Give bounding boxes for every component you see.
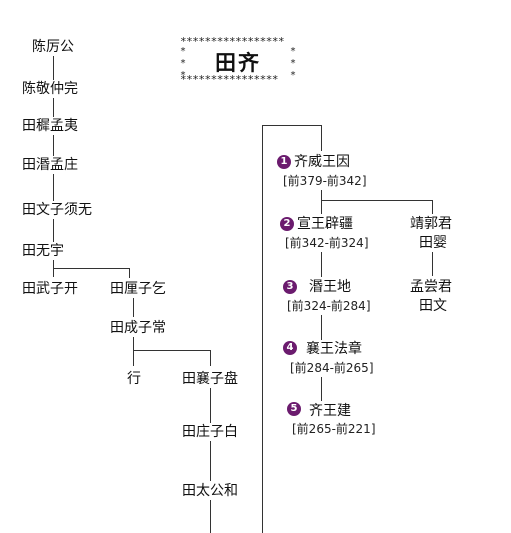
title-border-left: * * *	[180, 46, 186, 82]
diagram-title: 田齐	[215, 51, 261, 75]
connector-line	[53, 55, 54, 80]
king-reign: [前324-前284]	[287, 297, 371, 315]
title-border-right-star: *	[290, 46, 297, 57]
ancestor-node: 田穉孟夷	[22, 117, 78, 135]
king-name: 湣王地	[309, 278, 351, 296]
title-border-left-star: *	[180, 58, 187, 69]
king-reign: [前265-前221]	[292, 420, 376, 438]
connector-line	[210, 350, 211, 366]
connector-line	[321, 125, 322, 151]
title-border-right-star: *	[290, 70, 297, 81]
branch-name: 田婴	[419, 234, 447, 252]
connector-line	[432, 252, 433, 276]
king-number-badge: 4	[283, 341, 297, 355]
title-border-left-star: *	[180, 46, 187, 57]
title-border-top: *****************	[180, 35, 285, 48]
connector-line	[53, 218, 54, 242]
connector-line	[129, 268, 130, 278]
ancestor-node: 田武子开	[22, 280, 78, 298]
king-name: 宣王辟疆	[297, 215, 353, 233]
title-border-right-star: *	[290, 58, 297, 69]
connector-line	[210, 441, 211, 481]
king-number-badge: 2	[280, 217, 294, 231]
connector-line	[53, 173, 54, 201]
ancestor-node: 陈敬仲完	[22, 80, 78, 98]
king-name: 齐威王因	[294, 153, 350, 171]
branch-name: 田文	[419, 297, 447, 315]
king-number-badge: 1	[277, 155, 291, 169]
branch-title: 孟尝君	[410, 278, 452, 296]
king-name: 齐王建	[309, 402, 351, 420]
ancestor-node: 田成子常	[110, 319, 166, 337]
king-reign: [前284-前265]	[290, 359, 374, 377]
connector-line	[321, 188, 322, 214]
ancestor-node: 田厘子乞	[110, 280, 166, 298]
connector-line	[53, 134, 54, 156]
connector-line	[133, 336, 134, 366]
title-border-left-star: *	[180, 70, 187, 81]
king-name: 襄王法章	[306, 340, 362, 358]
ancestor-node: 田湣孟庄	[22, 156, 78, 174]
ancestor-node: 田太公和	[182, 482, 238, 500]
ancestor-node: 行	[127, 370, 141, 388]
connector-line	[133, 297, 134, 317]
ancestor-node: 田襄子盘	[182, 370, 238, 388]
connector-line	[262, 125, 263, 533]
connector-line	[321, 200, 433, 201]
branch-title: 靖郭君	[410, 215, 452, 233]
title-border-right: * * *	[290, 46, 296, 82]
title-border-bottom: ****************	[180, 73, 278, 86]
ancestor-node: 田文子须无	[22, 201, 92, 219]
connector-line	[432, 200, 433, 214]
ancestor-node: 田无宇	[22, 242, 64, 260]
connector-line	[133, 350, 211, 351]
connector-line	[321, 251, 322, 277]
connector-line	[321, 375, 322, 401]
ancestor-node: 田庄子白	[182, 423, 238, 441]
connector-line	[53, 268, 130, 269]
king-number-badge: 3	[283, 280, 297, 294]
king-reign: [前379-前342]	[283, 172, 367, 190]
king-number-badge: 5	[287, 402, 301, 416]
connector-line	[210, 500, 211, 533]
connector-line	[210, 388, 211, 423]
king-reign: [前342-前324]	[285, 234, 369, 252]
connector-line	[262, 125, 322, 126]
ancestor-node: 陈厉公	[32, 38, 74, 56]
connector-line	[53, 97, 54, 117]
connector-line	[321, 314, 322, 340]
